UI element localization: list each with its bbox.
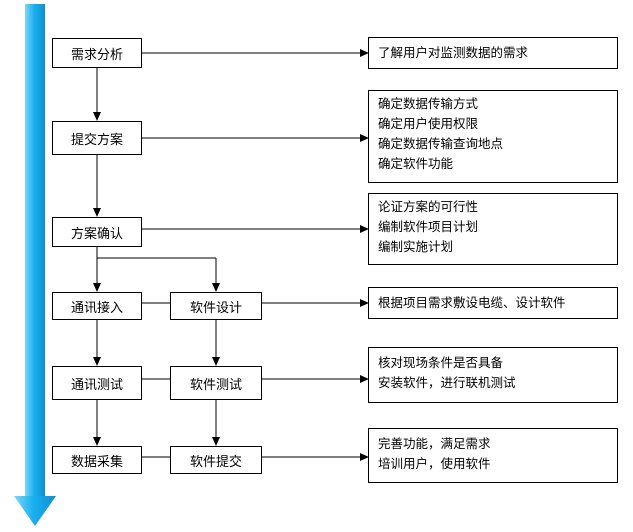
- note-test: 核对现场条件是否具备 安装软件，进行联机测试: [368, 347, 618, 403]
- step-label: 需求分析: [70, 47, 123, 63]
- step-comm-access: 通讯接入: [52, 292, 142, 320]
- note-line: 确定数据传输查询地点: [378, 136, 504, 151]
- step-comm-test: 通讯测试: [52, 366, 142, 400]
- step-software-design: 软件设计: [170, 292, 262, 320]
- note-analysis: 了解用户对监测数据的需求: [368, 37, 618, 69]
- note-line: 了解用户对监测数据的需求: [378, 45, 529, 60]
- note-line: 论证方案的可行性: [378, 199, 479, 214]
- step-label: 软件设计: [189, 300, 242, 316]
- step-software-test: 软件测试: [170, 366, 262, 400]
- note-line: 培训用户，使用软件: [378, 456, 491, 471]
- step-data-collection: 数据采集: [52, 446, 142, 474]
- step-label: 软件提交: [189, 454, 242, 470]
- step-label: 数据采集: [70, 454, 123, 470]
- note-line: 确定数据传输方式: [378, 96, 479, 111]
- step-proposal-confirm: 方案确认: [52, 217, 142, 247]
- note-line: 确定软件功能: [378, 156, 454, 171]
- note-line: 编制软件项目计划: [378, 219, 479, 234]
- arrowheads: [93, 49, 369, 461]
- step-label: 方案确认: [70, 226, 123, 242]
- note-line: 安装软件，进行联机测试: [378, 375, 516, 390]
- connectors: [96, 52, 360, 458]
- step-label: 通讯接入: [70, 300, 123, 316]
- step-software-submit: 软件提交: [170, 446, 262, 474]
- note-confirm: 论证方案的可行性 编制软件项目计划 编制实施计划: [368, 193, 618, 265]
- step-label: 提交方案: [70, 132, 123, 148]
- note-line: 编制实施计划: [378, 239, 454, 254]
- note-proposal: 确定数据传输方式 确定用户使用权限 确定数据传输查询地点 确定软件功能: [368, 90, 618, 183]
- step-label: 软件测试: [189, 377, 242, 393]
- note-submit: 完善功能，满足需求 培训用户，使用软件: [368, 428, 618, 483]
- note-line: 根据项目需求敷设电缆、设计软件: [378, 295, 566, 310]
- step-submit-proposal: 提交方案: [52, 121, 142, 155]
- progress-arrow: [14, 4, 56, 526]
- step-label: 通讯测试: [70, 377, 123, 393]
- note-line: 确定用户使用权限: [378, 116, 479, 131]
- step-requirement-analysis: 需求分析: [52, 38, 142, 68]
- note-line: 核对现场条件是否具备: [378, 355, 504, 370]
- note-line: 完善功能，满足需求: [378, 436, 491, 451]
- note-design: 根据项目需求敷设电缆、设计软件: [368, 287, 618, 319]
